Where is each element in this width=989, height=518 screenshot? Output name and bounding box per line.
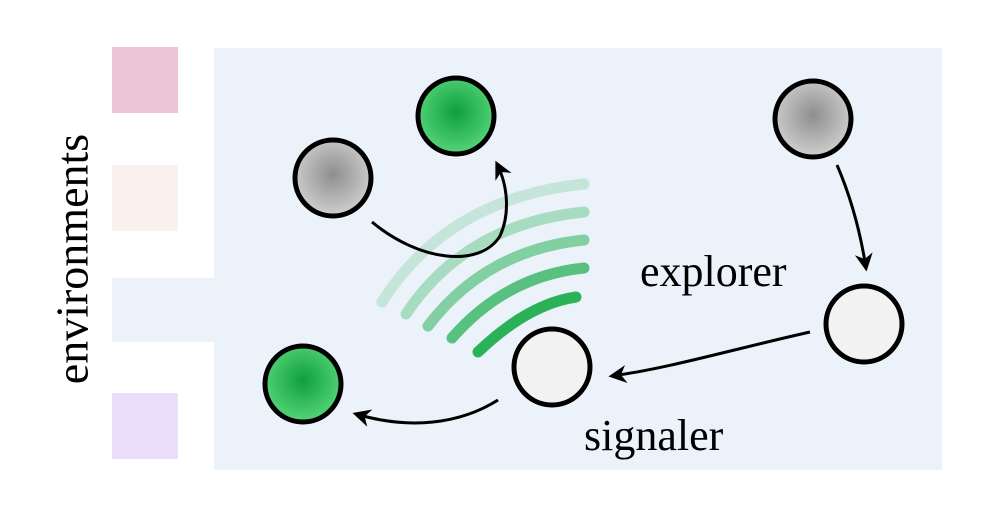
environment-swatch-1 <box>112 47 178 113</box>
agent-green <box>415 75 497 157</box>
explorer-agent <box>823 283 905 365</box>
arrow-icon <box>835 164 873 272</box>
environment-swatch-2 <box>112 165 178 231</box>
arrow-icon <box>371 160 512 258</box>
arrow-icon <box>352 398 499 427</box>
signal-wave-icon <box>376 178 590 358</box>
agent-gray <box>772 78 854 160</box>
environments-label: environments <box>46 133 98 385</box>
signaler-agent <box>511 326 593 408</box>
arrow-icon <box>608 330 811 383</box>
agent-green <box>262 343 344 425</box>
environment-swatch-4 <box>112 393 178 459</box>
signaler-label: signaler <box>584 411 724 460</box>
explorer-label: explorer <box>640 247 787 296</box>
agent-gray <box>292 137 374 219</box>
